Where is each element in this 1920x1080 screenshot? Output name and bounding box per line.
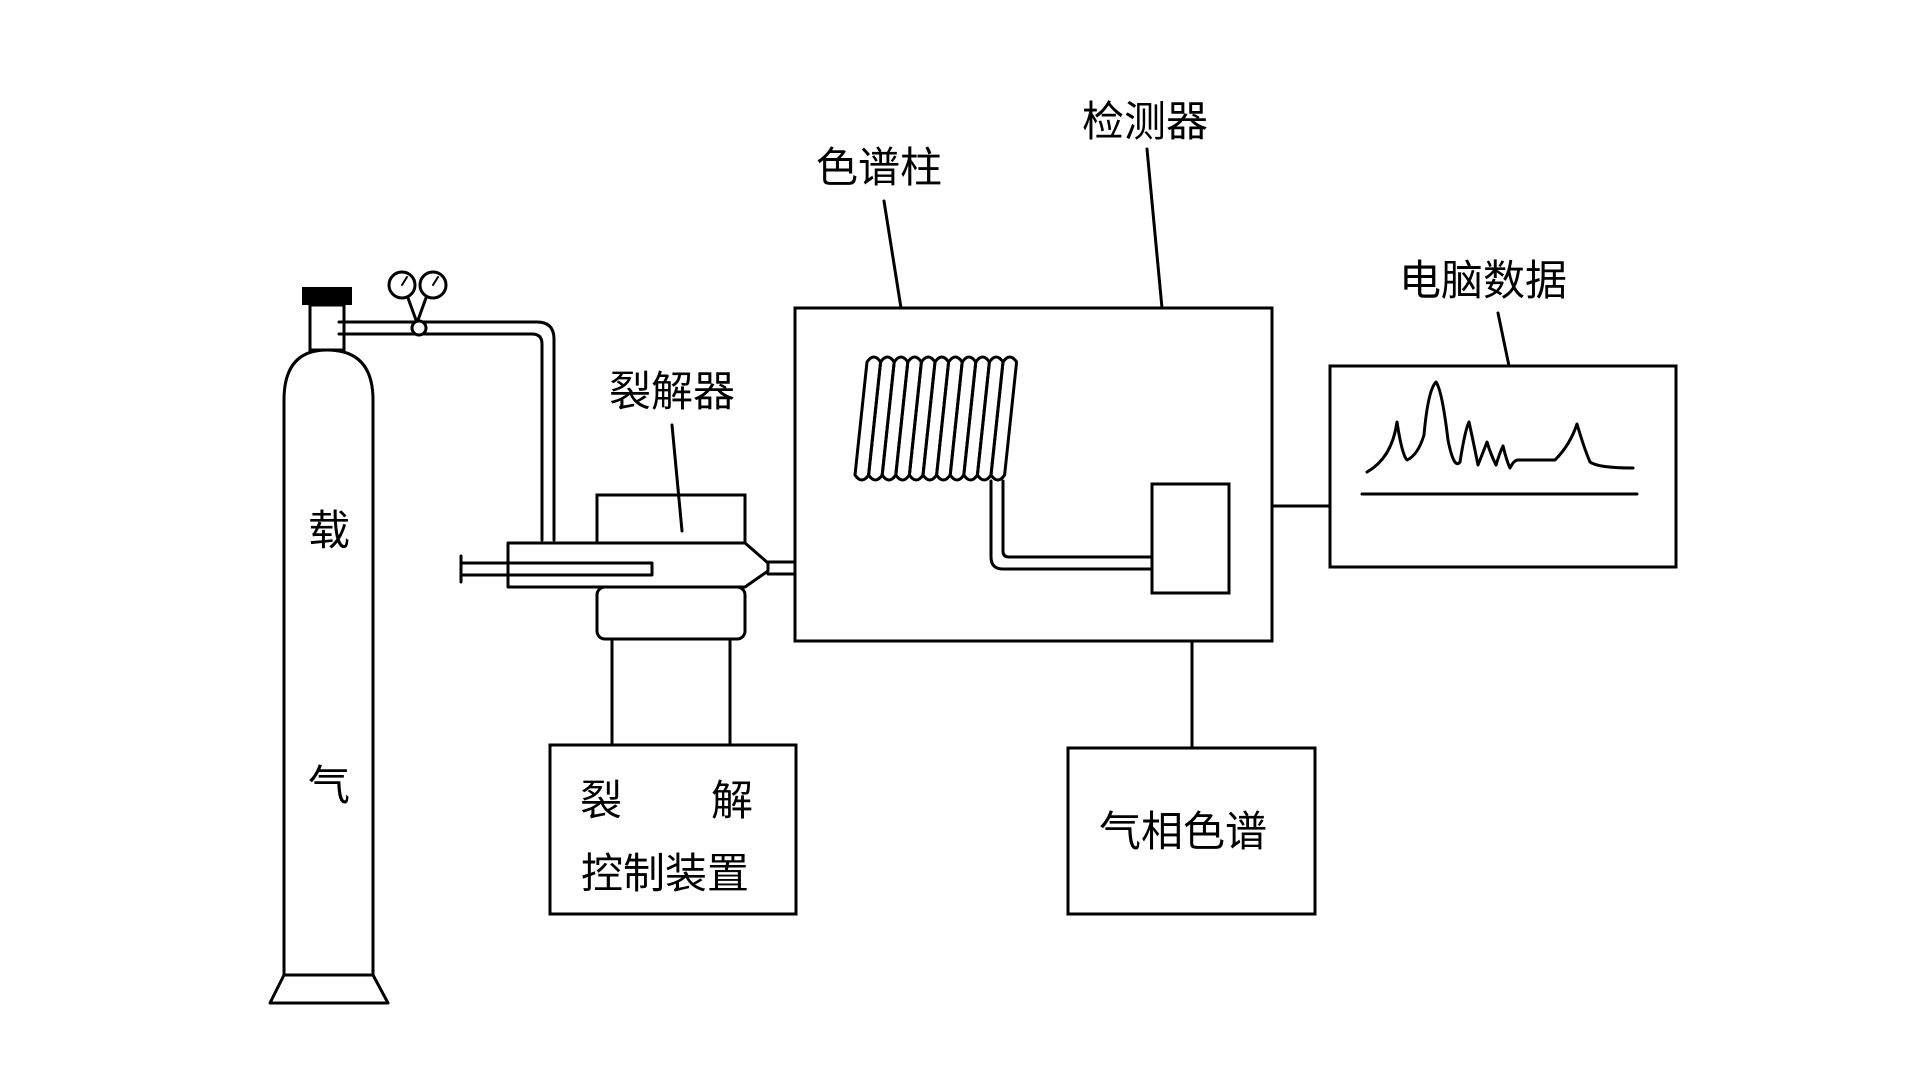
cylinder-neck bbox=[308, 303, 346, 352]
column-outlet bbox=[989, 479, 1154, 571]
leader-lines bbox=[670, 147, 1511, 533]
pyrolysis-control-label-char-1: 裂 bbox=[580, 776, 622, 825]
column-leader bbox=[882, 199, 903, 310]
carrier-gas-label-char-2: 气 bbox=[308, 761, 350, 810]
pressure-regulator bbox=[387, 270, 448, 337]
carrier-gas-label-char-1: 载 bbox=[308, 506, 350, 555]
pyrolysis-control-label-char-2: 解 bbox=[711, 776, 753, 825]
gas-line bbox=[337, 320, 556, 542]
cylinder-body bbox=[282, 348, 375, 977]
gas-cylinder bbox=[268, 287, 390, 1005]
gas-chromatograph-label: 气相色谱 bbox=[1099, 807, 1267, 856]
chromatogram-trace bbox=[1365, 380, 1635, 474]
pyrolysis-control-unit bbox=[548, 743, 798, 916]
detector-label: 检测器 bbox=[1082, 97, 1208, 146]
computer-leader bbox=[1496, 311, 1511, 368]
column-coil-loop bbox=[989, 355, 1019, 482]
gas-chromatograph-unit bbox=[1066, 746, 1317, 916]
pyrolyzer-top-block bbox=[595, 493, 747, 545]
pyrolyzer-bottom-block bbox=[595, 585, 747, 641]
detector bbox=[1150, 482, 1231, 595]
cylinder-cap bbox=[302, 287, 352, 305]
column-coil bbox=[853, 355, 1019, 482]
valve-icon bbox=[410, 319, 428, 337]
column-label: 色谱柱 bbox=[816, 143, 942, 192]
pyrolyzer-leader bbox=[670, 423, 684, 533]
computer-data-label: 电脑数据 bbox=[1399, 256, 1567, 305]
cylinder-base bbox=[268, 973, 390, 1005]
pyrolysis-control-label-line-2: 控制装置 bbox=[581, 849, 749, 898]
detector-leader bbox=[1145, 147, 1164, 310]
sample-probe bbox=[459, 561, 654, 577]
pyrolyzer bbox=[459, 493, 770, 747]
pyrolyzer-label: 裂解器 bbox=[609, 367, 735, 416]
pyrolysis-chamber bbox=[506, 541, 770, 589]
